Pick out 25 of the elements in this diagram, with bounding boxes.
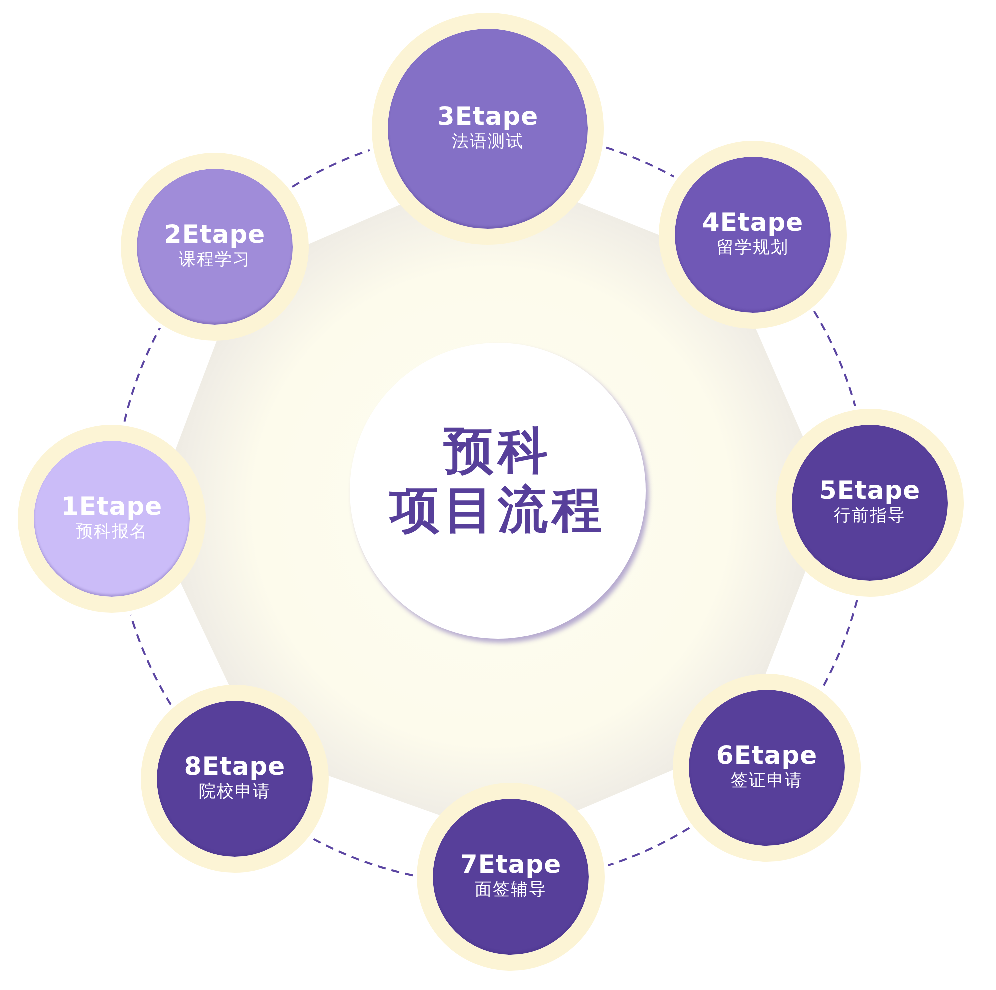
stage-title: 6Etape	[716, 742, 818, 770]
stage-title: 8Etape	[184, 752, 286, 780]
stage-title: 4Etape	[702, 208, 804, 236]
stage-title: 5Etape	[819, 476, 921, 504]
stage-title: 3Etape	[437, 102, 539, 130]
stage-title: 1Etape	[61, 492, 163, 520]
stage-title: 2Etape	[164, 220, 266, 248]
stage-description: 课程学习	[179, 248, 251, 270]
stage-description: 院校申请	[199, 780, 271, 802]
dashed-connector	[606, 146, 675, 178]
stage-title: 7Etape	[460, 850, 562, 878]
stage-description: 面签辅导	[475, 878, 547, 900]
dashed-connector	[130, 614, 172, 706]
stage-description: 行前指导	[834, 504, 906, 526]
stage-description: 法语测试	[452, 130, 524, 152]
dashed-connector	[608, 827, 690, 867]
stage-description: 留学规划	[717, 236, 789, 258]
dashed-connector	[292, 149, 370, 188]
stage-description: 预科报名	[76, 520, 148, 542]
dashed-connector	[124, 328, 161, 422]
dashed-connector	[813, 310, 856, 406]
center-title: 预科项目流程	[388, 422, 607, 540]
dashed-connector	[822, 600, 858, 688]
dashed-connector	[312, 838, 414, 877]
stage-description: 签证申请	[731, 770, 803, 792]
